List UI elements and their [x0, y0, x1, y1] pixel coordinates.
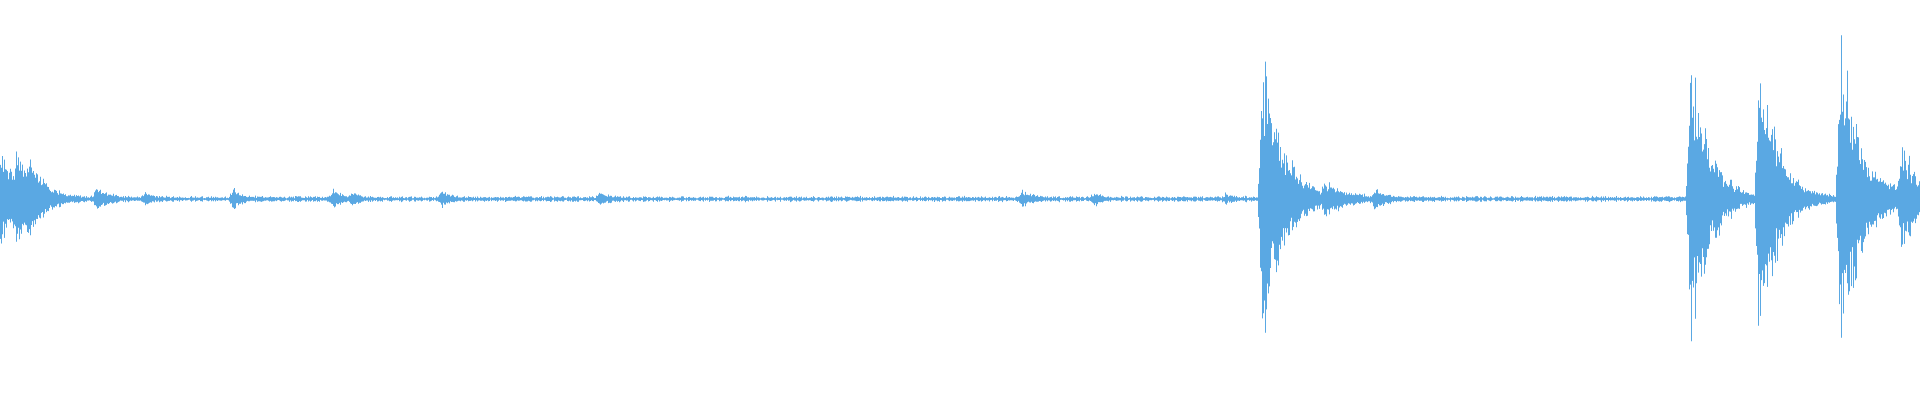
waveform-signal	[0, 35, 1920, 342]
